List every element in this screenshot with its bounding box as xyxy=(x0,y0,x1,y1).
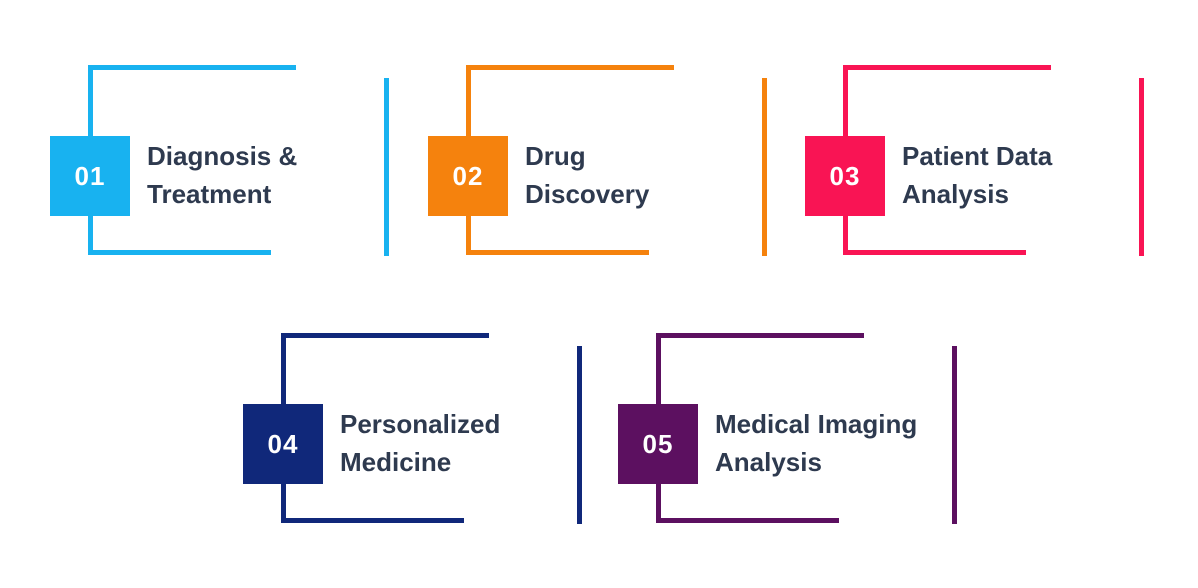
bracket-right-bar xyxy=(384,78,389,256)
step-number: 02 xyxy=(452,160,484,191)
step-label-line: Discovery xyxy=(525,179,650,209)
step-item-02: 02 Drug Discovery xyxy=(428,65,770,258)
step-item-01: 01 Diagnosis & Treatment xyxy=(50,65,392,258)
step-number: 01 xyxy=(74,160,106,191)
step-label: Drug Discovery xyxy=(525,137,649,213)
step-label-line: Personalized xyxy=(340,409,501,439)
step-item-04: 04 Personalized Medicine xyxy=(243,333,585,526)
step-number-badge: 03 xyxy=(805,136,885,216)
step-label-line: Drug xyxy=(525,141,586,171)
bracket-right-bar xyxy=(762,78,767,256)
step-number: 04 xyxy=(267,428,299,459)
step-label: Medical Imaging Analysis xyxy=(715,405,917,481)
step-label-line: Medical Imaging xyxy=(715,409,918,439)
step-number-badge: 02 xyxy=(428,136,508,216)
step-label: Personalized Medicine xyxy=(340,405,500,481)
step-label: Patient Data Analysis xyxy=(902,137,1052,213)
step-number-badge: 05 xyxy=(618,404,698,484)
step-item-03: 03 Patient Data Analysis xyxy=(805,65,1147,258)
step-label-line: Patient Data xyxy=(902,141,1053,171)
step-number-badge: 01 xyxy=(50,136,130,216)
step-number-badge: 04 xyxy=(243,404,323,484)
step-label-line: Treatment xyxy=(147,179,272,209)
bracket-right-bar xyxy=(577,346,582,524)
step-item-05: 05 Medical Imaging Analysis xyxy=(618,333,960,526)
step-label-line: Analysis xyxy=(902,179,1009,209)
step-label: Diagnosis & Treatment xyxy=(147,137,297,213)
step-label-line: Diagnosis & xyxy=(147,141,298,171)
step-label-line: Medicine xyxy=(340,447,452,477)
step-number: 05 xyxy=(642,428,674,459)
step-number: 03 xyxy=(829,160,861,191)
bracket-right-bar xyxy=(952,346,957,524)
bracket-right-bar xyxy=(1139,78,1144,256)
step-label-line: Analysis xyxy=(715,447,822,477)
